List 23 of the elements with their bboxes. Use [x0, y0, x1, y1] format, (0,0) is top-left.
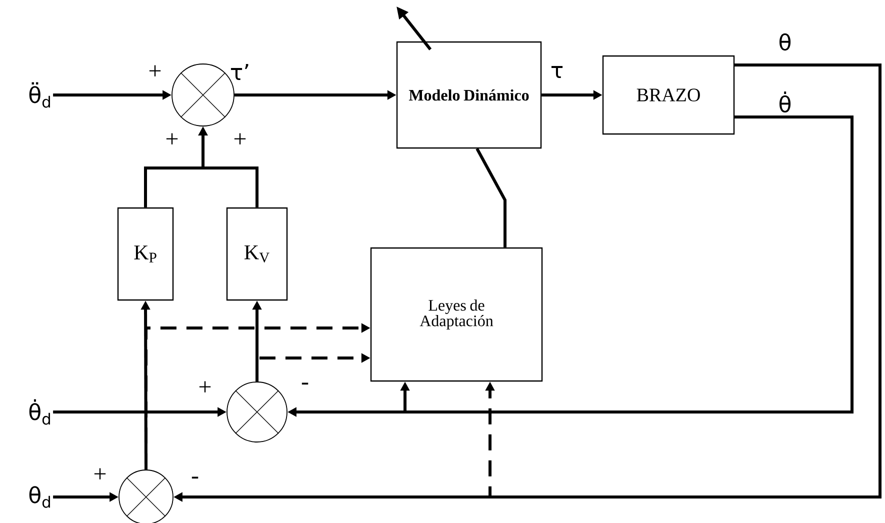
input-signal: θ̇$_{d}$ [29, 399, 50, 425]
input-signal: θ̈$_{d}$ [29, 82, 50, 108]
sign-label: + [166, 133, 178, 144]
sign-label: + [234, 133, 246, 144]
summing-junction [226, 382, 288, 442]
sign-label: - [302, 382, 308, 385]
input-signal: θ$_{d}$ [29, 486, 50, 508]
sign-label: + [149, 65, 161, 76]
process-box: BRAZO [602, 55, 735, 135]
process-box: Modelo Dinámico [396, 41, 542, 149]
edge-label: τ’ [230, 64, 248, 80]
sign-label: + [199, 381, 211, 392]
summing-junction [118, 470, 174, 523]
edge-label: θ̇ [779, 92, 791, 112]
sign-label: - [192, 476, 198, 479]
edge-label: θ [779, 33, 791, 51]
connector-arrow [485, 64, 882, 498]
process-box: K$_{V}$ [226, 207, 288, 301]
process-box: K$_{P}$ [117, 207, 174, 301]
edge-label: τ [551, 66, 563, 78]
connector-arrow [400, 116, 854, 414]
sign-label: + [94, 468, 106, 480]
process-box: Leyes de Adaptación [370, 247, 543, 382]
